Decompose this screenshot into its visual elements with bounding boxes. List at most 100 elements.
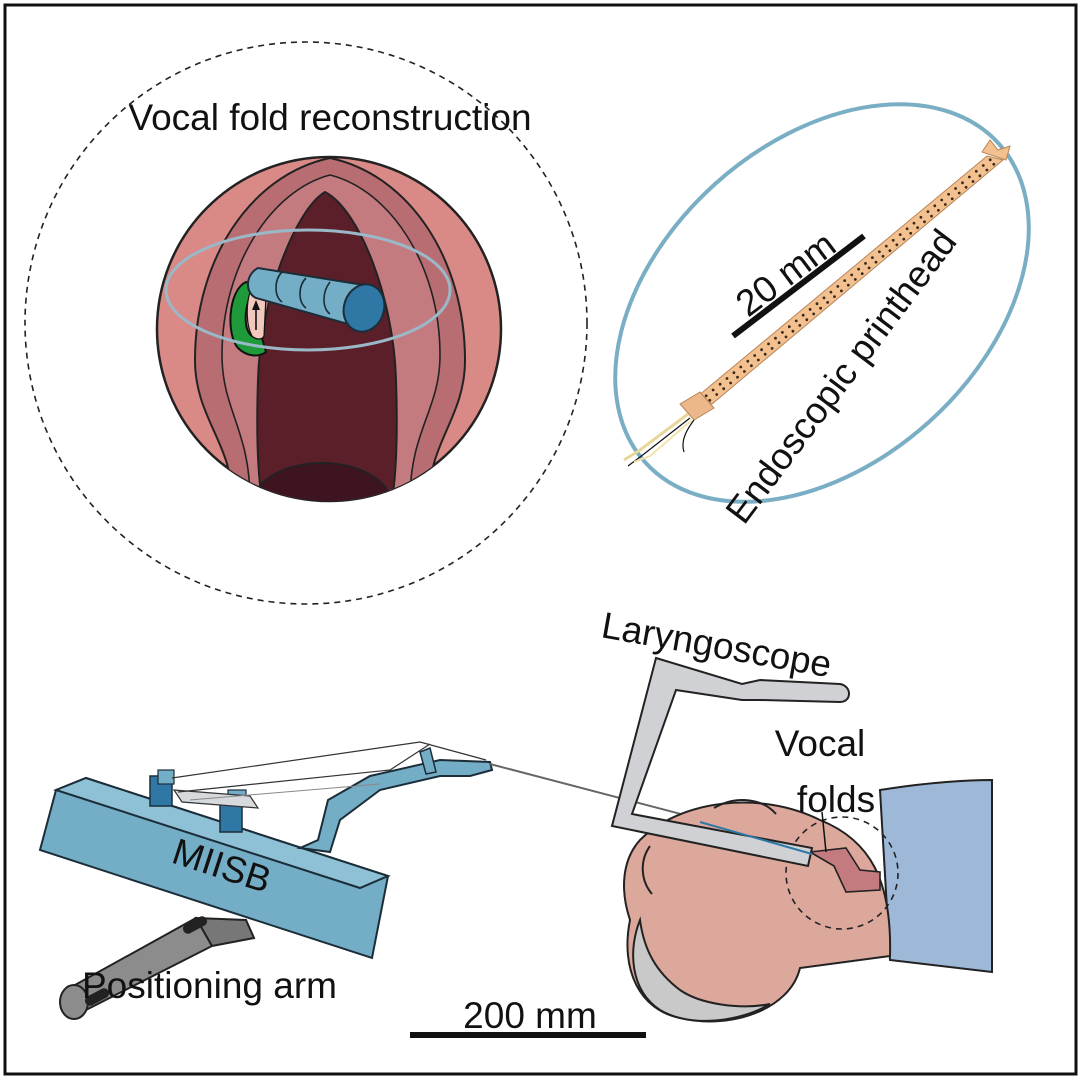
printhead-nozzle-dot (718, 382, 722, 386)
printhead-nozzle-dot (732, 371, 736, 375)
printhead-nozzle-dot (888, 249, 892, 253)
printhead-nozzle-dot (725, 377, 729, 380)
vocal-folds-pointer (821, 811, 827, 853)
printhead-nozzle-dot (978, 174, 982, 178)
patient-hair (632, 916, 771, 1022)
printing-arrow-head (252, 300, 260, 310)
trachea (251, 462, 393, 501)
printhead-nozzle-dot (947, 192, 950, 196)
printhead-nozzle-dot (860, 272, 864, 275)
patient-gown (878, 778, 993, 974)
printhead-nozzle-dot (729, 381, 732, 385)
printhead-nozzle-dot (801, 313, 805, 317)
positioning-arm-label: Positioning arm (82, 965, 337, 1006)
positioning-arm (59, 916, 256, 1020)
printhead-nozzle-dot (891, 238, 895, 242)
printhead-nozzle-dot (787, 325, 791, 329)
printhead-nozzle-dot (836, 285, 840, 288)
printhead-nozzle-dot (853, 278, 857, 281)
folds-label: folds (797, 779, 875, 820)
printhead-nozzle-dot (756, 358, 760, 362)
printhead-nozzle-dot (822, 296, 826, 300)
printhead-nozzle-dot (909, 231, 913, 235)
printhead-nozzle-dot (937, 208, 940, 212)
printhead-nozzle-dot (881, 254, 885, 258)
printhead-nozzle-dot (864, 262, 867, 265)
printhead-nozzle-dot (753, 354, 757, 357)
figure-frame (3, 3, 1078, 1076)
scale-label-20mm: 20 mm (728, 224, 843, 325)
vocal-fold-location-circle (785, 816, 899, 930)
miisb-device: MIISB (38, 741, 494, 960)
printhead-nozzle-dot (919, 215, 923, 219)
vocal-label: Vocal (775, 723, 866, 764)
endoscopic-printhead-panel: 20 mm Endoscopic printhead (613, 102, 1031, 531)
laryngoscope-label: Laryngoscope (599, 605, 835, 686)
printhead-ring (164, 228, 452, 352)
printhead-nozzle-dot (770, 347, 774, 350)
vocal-fold-reconstruction-label: Vocal fold reconstruction (128, 97, 531, 138)
printhead-nozzle-dot (798, 324, 802, 327)
printhead-nozzle-dot (767, 342, 770, 346)
printhead-nozzle-dot (943, 203, 947, 206)
printhead-nozzle-dot (739, 365, 743, 369)
printhead-nozzle-dot (750, 364, 753, 368)
printhead-nozzle-dot (902, 237, 906, 241)
printhead-nozzle-dot (784, 335, 788, 339)
printhead-nozzle-dot (961, 181, 964, 185)
printhead-nozzle-dot (871, 256, 874, 259)
printhead-nozzle-dot (884, 244, 888, 248)
printhead-nozzle-dot (968, 175, 971, 179)
printhead-nozzle-dot (708, 398, 712, 402)
printhead-nozzle-dot (840, 289, 843, 293)
printhead-nozzle-dot (826, 301, 829, 304)
laryngoscope (610, 656, 850, 868)
printhead-nozzle-dot (971, 180, 975, 183)
printhead-nozzle-dot (912, 221, 916, 225)
printhead-nozzle-dot (791, 329, 795, 333)
printhead-nozzle-dot (812, 312, 816, 316)
printhead-nozzle-dot (794, 319, 798, 323)
printhead-nozzle-dot (746, 359, 750, 363)
printhead-nozzle-dot (923, 220, 926, 224)
printhead-cylinder (247, 266, 386, 333)
system-overview-panel: MIISB Positioning arm Laryngoscope Vocal… (38, 605, 993, 1038)
printhead-nozzle-dot (722, 387, 726, 391)
printhead-nozzle-dot (819, 306, 822, 310)
printhead-rod (623, 139, 1011, 467)
printhead-nozzle-dot (833, 295, 836, 298)
printhead-nozzle-dot (957, 191, 961, 195)
endoscopic-printhead-label: Endoscopic printhead (718, 222, 965, 531)
printhead-nozzle-dot (815, 302, 819, 306)
printhead-nozzle-dot (905, 227, 909, 231)
printhead-nozzle-dot (805, 318, 809, 322)
printhead-nozzle-dot (704, 394, 708, 398)
printhead-nozzle-dot (777, 341, 781, 345)
printhead-nozzle-dot (715, 393, 719, 396)
printhead-ring-outline (613, 102, 1031, 504)
printhead-nozzle-dot (974, 169, 978, 173)
printhead-nozzle-dot (829, 290, 833, 294)
patient-airway (807, 847, 881, 893)
printhead-nozzle-dot (992, 162, 996, 166)
printhead-nozzle-dot (981, 164, 985, 167)
printhead-nozzle-dot (985, 168, 989, 172)
printhead-nozzle-dot (954, 187, 957, 190)
printhead-nozzle-dot (763, 352, 767, 356)
printhead-nozzle-dot (774, 336, 777, 340)
printhead-nozzle-dot (878, 250, 881, 254)
printhead-nozzle-dot (857, 267, 860, 271)
printhead-nozzle-dot (874, 260, 878, 264)
vocal-fold-reconstruction-panel: Vocal fold reconstruction (24, 41, 588, 605)
printhead-nozzle-dot (711, 388, 715, 392)
printhead-nozzle-dot (850, 273, 854, 277)
printhead-nozzle-dot (933, 204, 937, 208)
printhead-nozzle-dot (898, 233, 902, 237)
printhead-nozzle-dot (781, 331, 784, 334)
scale-label-200mm: 200 mm (463, 995, 597, 1036)
printhead-nozzle-dot (930, 214, 933, 218)
printhead-nozzle-dot (988, 158, 992, 162)
patient (623, 778, 993, 1023)
zoom-dashed-circle (24, 41, 588, 605)
